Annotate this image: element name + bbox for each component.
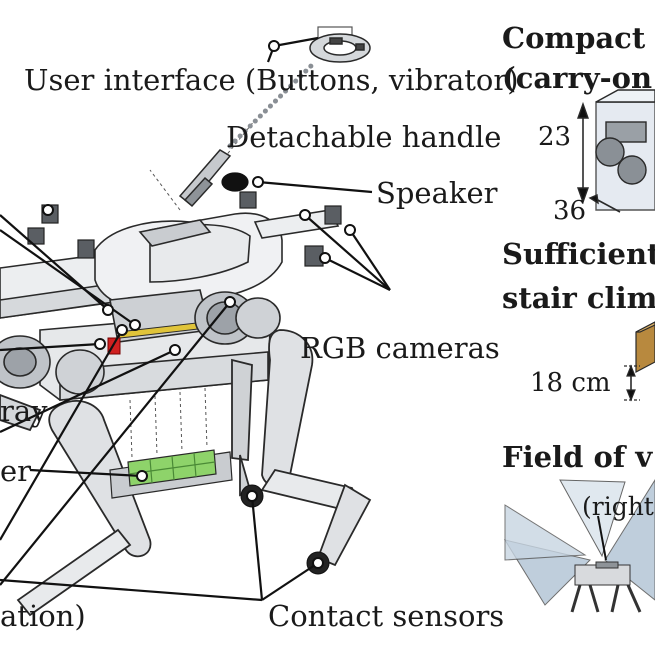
label-partial-ray: ray bbox=[0, 394, 48, 428]
battery-pack bbox=[109, 449, 233, 499]
dim-height-value: 23 bbox=[538, 122, 572, 152]
stair-step-illustration bbox=[624, 321, 655, 402]
field-of-view-illustration bbox=[503, 479, 655, 613]
label-contact-sensors: Contact sensors bbox=[268, 599, 505, 633]
label-partial-er: er bbox=[0, 454, 32, 488]
leader-dots bbox=[42, 40, 356, 569]
label-user-interface: User interface (Buttons, vibrator) bbox=[24, 63, 519, 97]
compact-size-illustration bbox=[577, 89, 655, 213]
user-interface-module bbox=[309, 26, 371, 63]
detachable-handle bbox=[178, 149, 232, 208]
speaker-unit bbox=[221, 172, 249, 192]
label-rgb-cameras: RGB cameras bbox=[300, 331, 500, 365]
heading-stair-line1: Sufficient bbox=[502, 237, 655, 271]
heading-stair-line2: stair climb bbox=[502, 281, 655, 315]
leader-lines bbox=[0, 36, 391, 602]
heading-field-of-view: Field of v bbox=[502, 440, 653, 474]
label-detachable-handle: Detachable handle bbox=[226, 120, 502, 154]
fov-right-label: (right) bbox=[582, 492, 655, 521]
label-speaker: Speaker bbox=[376, 176, 498, 210]
heading-compact-line2: (carry-on bbox=[502, 61, 653, 95]
label-partial-ation: ation) bbox=[0, 599, 86, 633]
heading-compact-line1: Compact bbox=[502, 21, 646, 55]
robot-legs bbox=[0, 329, 372, 617]
dim-depth-value: 36 bbox=[553, 196, 587, 226]
stair-height-value: 18 cm bbox=[530, 368, 611, 398]
